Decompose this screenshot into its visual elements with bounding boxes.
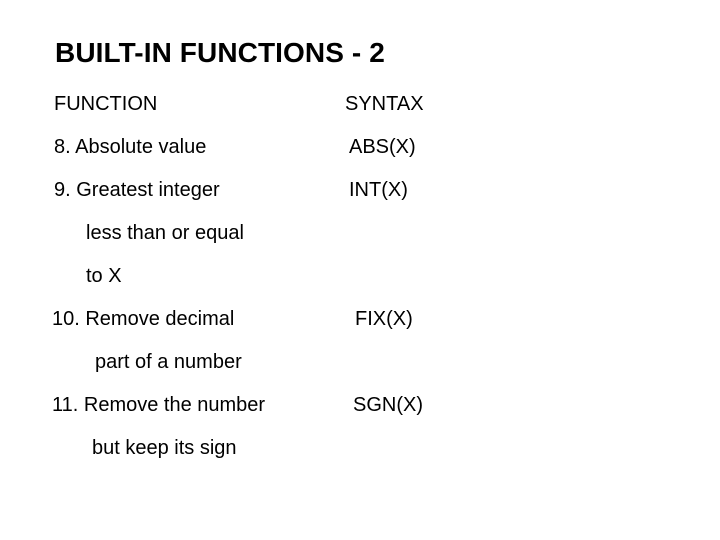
table-row: 8. Absolute value ABS(X) [0,135,720,178]
table-row: 11. Remove the number SGN(X) [0,393,720,436]
function-syntax: SGN(X) [353,394,423,416]
function-description-continuation: part of a number [95,351,242,373]
table-row-continuation: but keep its sign [0,436,720,479]
function-syntax: FIX(X) [355,308,413,330]
function-description: 8. Absolute value [54,136,207,158]
column-header-function: FUNCTION [54,93,158,115]
function-description-continuation: to X [86,265,122,287]
function-description: 9. Greatest integer [54,179,220,201]
page-title: BUILT-IN FUNCTIONS - 2 [55,37,385,68]
column-header-syntax: SYNTAX [345,93,424,115]
function-description: 10. Remove decimal [52,308,235,330]
function-description: 11. Remove the number [52,394,266,416]
table-row-continuation: to X [0,264,720,307]
function-syntax: ABS(X) [349,136,416,158]
functions-table: FUNCTION SYNTAX 8. Absolute value ABS(X)… [0,92,720,479]
function-description-continuation: but keep its sign [92,437,237,459]
table-row-continuation: part of a number [0,350,720,393]
function-syntax: INT(X) [349,179,408,201]
table-row: 10. Remove decimal FIX(X) [0,307,720,350]
table-header-row: FUNCTION SYNTAX [0,92,720,135]
function-description-continuation: less than or equal [86,222,244,244]
table-row-continuation: less than or equal [0,221,720,264]
table-row: 9. Greatest integer INT(X) [0,178,720,221]
